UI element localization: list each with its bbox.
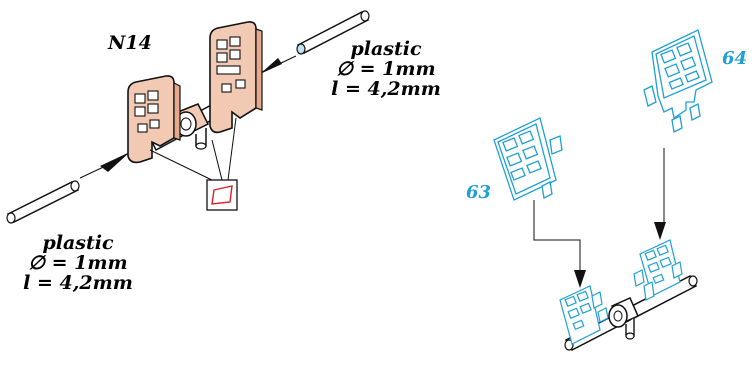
guide-arrow-64 [654, 222, 666, 240]
photoetch-part-63 [493, 117, 563, 201]
assembled-hub [608, 297, 639, 340]
material-top-length: l = 4,2mm [331, 77, 441, 100]
photoetch-part-64 [643, 29, 713, 133]
material-top-name: plastic [350, 38, 422, 60]
part-label-n14: N14 [108, 32, 152, 54]
insert-arrow-top [260, 58, 282, 74]
material-bottom-name: plastic [42, 232, 114, 254]
part-number-64: 64 [722, 48, 748, 69]
axle-rod-bottom [6, 180, 80, 224]
guide-line-63 [533, 200, 581, 282]
assembled-photoetch-63 [559, 285, 609, 345]
guide-line-64 [659, 148, 665, 233]
material-bottom-length: l = 4,2mm [23, 271, 133, 294]
material-note-bottom: plastic ∅ = 1mm l = 4,2mm [22, 232, 134, 294]
leader-line-front [149, 149, 217, 183]
material-bottom-diameter: ∅ = 1mm [28, 251, 128, 274]
assembled-photoetch-64 [633, 239, 683, 301]
guide-arrow-63 [574, 270, 586, 288]
leader-line-hub [211, 139, 223, 181]
bracket-front [127, 75, 181, 164]
part-number-63: 63 [466, 182, 492, 203]
material-top-diameter: ∅ = 1mm [336, 57, 436, 80]
leader-line-rear [227, 117, 237, 181]
insert-arrow-bottom [100, 152, 130, 172]
axle-hub [175, 103, 210, 150]
axle-rod-top [296, 10, 370, 55]
bracket-rear [209, 21, 263, 134]
paint-marker [206, 179, 238, 211]
material-note-top: plastic ∅ = 1mm l = 4,2mm [330, 38, 442, 100]
